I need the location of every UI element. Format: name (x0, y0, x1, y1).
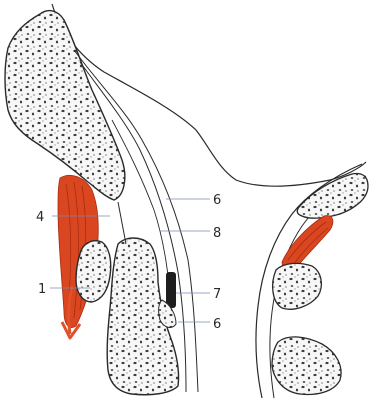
label-4: 4 (36, 210, 44, 225)
label-1: 1 (38, 282, 46, 297)
atlas-anterior-arch (76, 241, 111, 302)
label-8: 8 (213, 226, 221, 241)
dark-ligament (166, 272, 176, 308)
label-6-lower: 6 (213, 317, 221, 332)
occipital-bone (5, 11, 125, 200)
label-6-upper: 6 (213, 193, 221, 208)
apical-ligament (118, 202, 126, 244)
posterior-vertebra-lower (272, 337, 341, 395)
label-7: 7 (213, 287, 221, 302)
posterior-occiput (297, 174, 368, 219)
posterior-muscle (282, 216, 333, 270)
posterior-vertebra-upper (273, 263, 322, 309)
posterior-view (256, 164, 368, 398)
